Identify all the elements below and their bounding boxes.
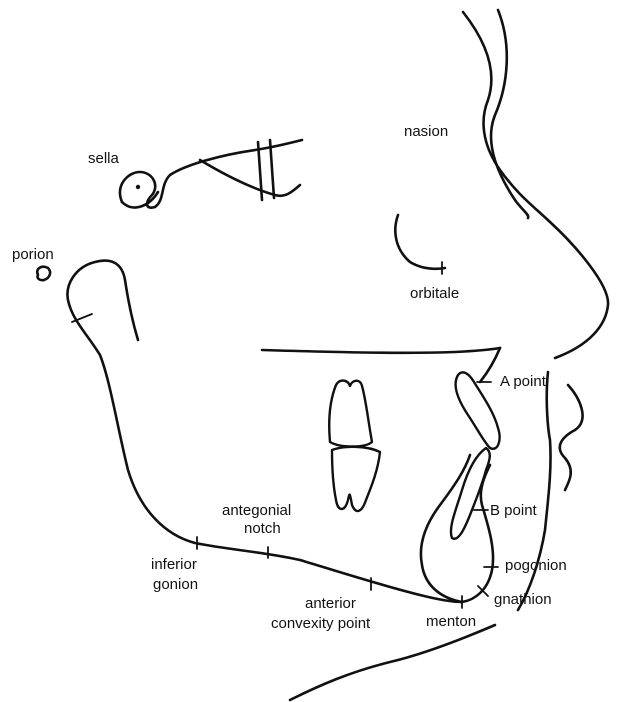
chin-soft-tissue-line	[518, 372, 551, 610]
label-sella: sella	[88, 150, 120, 167]
label-nasion: nasion	[404, 123, 448, 140]
upper-incisor	[456, 372, 500, 448]
label-anterior-convexity-line1: anterior	[305, 595, 356, 612]
label-inferior-gonion-line1: inferior	[151, 556, 197, 573]
label-inferior-gonion-line2: gonion	[153, 576, 198, 593]
upper-molar	[329, 381, 372, 447]
label-porion: porion	[12, 246, 54, 263]
sella-point	[136, 185, 140, 189]
label-gnathion: gnathion	[494, 591, 552, 608]
orbit-contour	[395, 215, 445, 269]
lower-incisor	[451, 448, 490, 539]
neck-line	[290, 625, 495, 700]
lower-molar	[332, 447, 380, 511]
label-menton: menton	[426, 613, 476, 630]
label-antegonial-notch-line2: notch	[244, 520, 281, 537]
label-pogonion: pogonion	[505, 557, 567, 574]
label-orbitale: orbitale	[410, 285, 459, 302]
porion-ear-rod	[37, 267, 50, 280]
label-b-point: B point	[490, 502, 538, 519]
ramus-condyle-contour	[67, 261, 462, 602]
maxilla-anterior-line	[480, 348, 500, 382]
palatal-plane-line	[262, 348, 500, 353]
nasal-bone-line	[491, 10, 528, 218]
upper-lip-line	[560, 385, 583, 490]
label-anterior-convexity-line2: convexity point	[271, 615, 371, 632]
facial-profile-line	[463, 12, 608, 358]
label-antegonial-notch-line1: antegonial	[222, 502, 291, 519]
label-a-point: A point	[500, 373, 547, 390]
